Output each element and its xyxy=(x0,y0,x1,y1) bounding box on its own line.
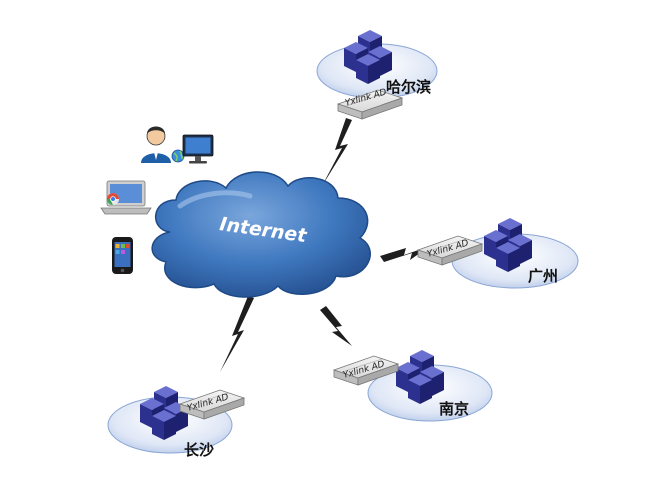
laptop-icon xyxy=(100,180,152,215)
internet-cloud: Internet xyxy=(151,171,371,298)
site-changsha: Yxlink AD 长沙 xyxy=(107,386,245,459)
site-label-guangzhou: 广州 xyxy=(528,267,558,285)
site-nanjing: Yxlink AD 南京 xyxy=(333,350,493,422)
site-label-changsha: 长沙 xyxy=(184,441,214,459)
link-bolt-haerbin xyxy=(322,118,352,186)
site-label-haerbin: 哈尔滨 xyxy=(386,78,431,96)
link-bolt-guangzhou xyxy=(380,246,430,262)
link-bolt-changsha xyxy=(220,296,254,372)
smartphone-icon xyxy=(112,237,133,274)
link-bolt-nanjing xyxy=(320,306,352,346)
site-label-nanjing: 南京 xyxy=(439,400,469,418)
site-guangzhou: Yxlink AD 广州 xyxy=(417,218,579,289)
user-with-monitor-icon xyxy=(141,126,214,164)
site-haerbin: Yxlink AD 哈尔滨 xyxy=(316,30,438,120)
